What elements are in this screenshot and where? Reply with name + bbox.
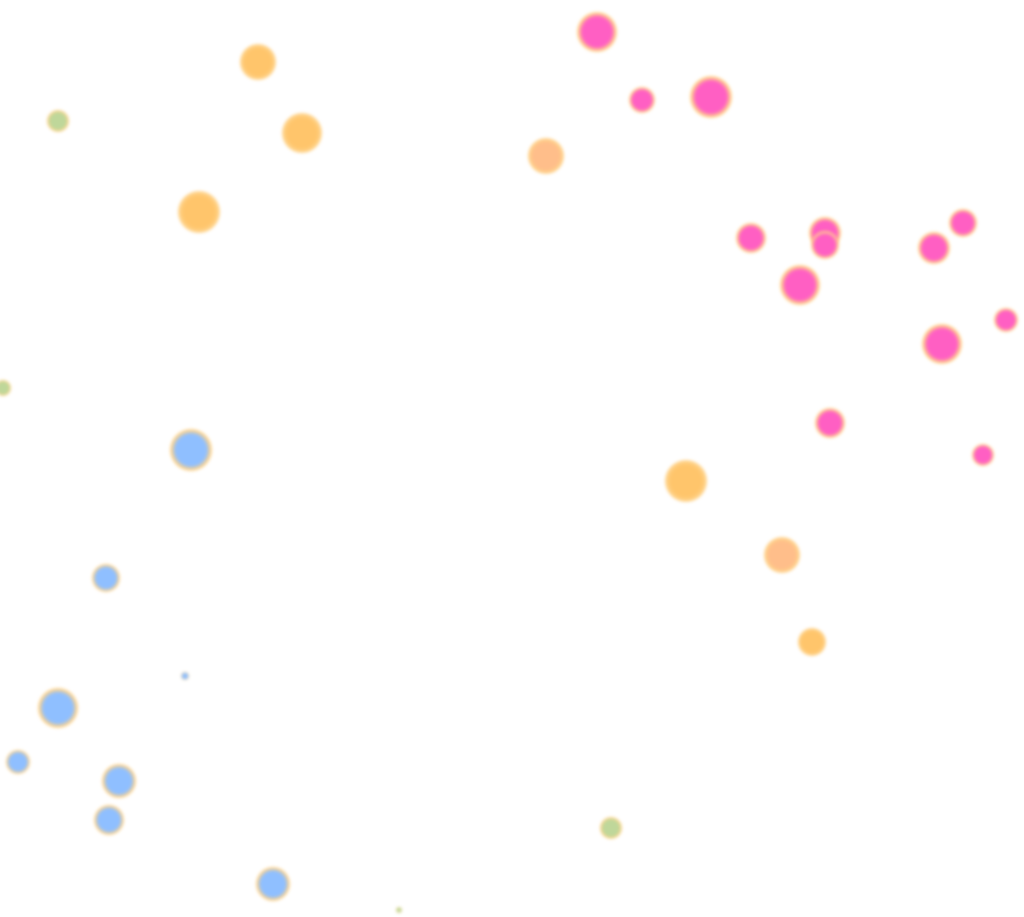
glow-orb [798, 628, 826, 656]
glow-orb [736, 223, 766, 253]
glow-orb [181, 672, 189, 680]
glow-orb [47, 110, 69, 132]
glow-orb [665, 460, 707, 502]
glow-orb [922, 324, 962, 364]
glow-orb [256, 867, 290, 901]
glow-orb [811, 231, 839, 259]
glow-orb [170, 429, 212, 471]
glow-orb [282, 113, 322, 153]
glow-orb [0, 380, 11, 396]
glow-orb [600, 817, 622, 839]
glow-orb [92, 564, 120, 592]
glow-orb [38, 688, 78, 728]
glow-orb [240, 44, 276, 80]
glow-orb [972, 444, 994, 466]
glow-orb [577, 12, 617, 52]
glow-orb [6, 750, 30, 774]
glow-orb [178, 191, 220, 233]
glow-orb [815, 408, 845, 438]
glow-orb [629, 87, 655, 113]
glow-orb [94, 805, 124, 835]
glow-orb [102, 764, 136, 798]
glow-orb [690, 76, 732, 118]
glow-orb [918, 232, 950, 264]
glow-orb [396, 907, 402, 913]
glow-orb [949, 209, 977, 237]
glow-orb [764, 537, 800, 573]
glow-orb [780, 265, 820, 305]
glow-orb [994, 308, 1018, 332]
glow-orb [528, 138, 564, 174]
